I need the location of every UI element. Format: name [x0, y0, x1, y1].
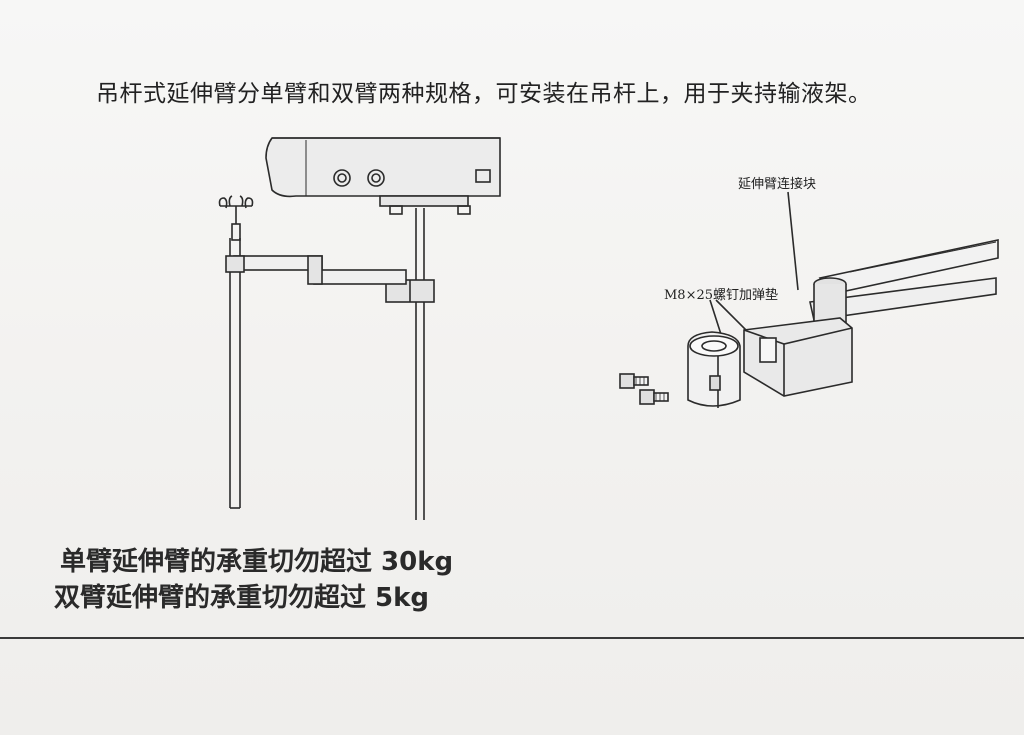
- screw-label: M8×25螺钉加弹垫: [664, 288, 779, 303]
- connector-block-label: 延伸臂连接块: [738, 177, 817, 192]
- connector-block-illustration: [619, 191, 999, 408]
- double-arm-load-warning: 双臂延伸臂的承重切勿超过 5kg: [54, 583, 430, 613]
- single-arm-load-warning: 单臂延伸臂的承重切勿超过 30kg: [60, 547, 454, 577]
- divider-line: [0, 637, 1024, 639]
- intro-text: 吊杆式延伸臂分单臂和双臂两种规格，可安装在吊杆上，用于夹持输液架。: [96, 81, 872, 107]
- pendant-arm-illustration: [218, 137, 501, 520]
